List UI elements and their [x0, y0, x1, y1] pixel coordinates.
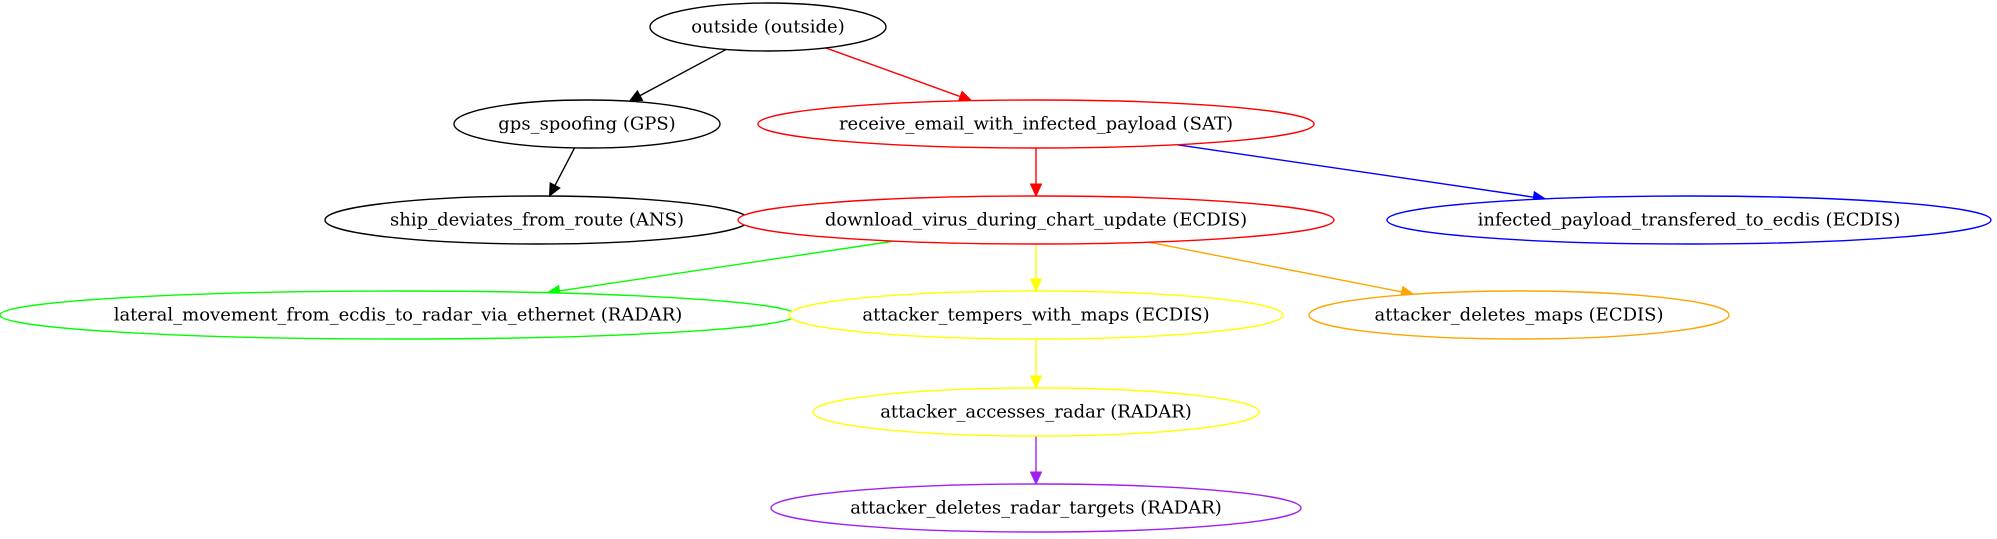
node-label: attacker_accesses_radar (RADAR): [880, 402, 1192, 423]
node-deviate: ship_deviates_from_route (ANS): [324, 195, 750, 245]
node-ellipse: [453, 99, 721, 149]
node-label: gps_spoofing (GPS): [498, 114, 675, 135]
edge-arrowhead: [1029, 183, 1043, 198]
edges-layer: [546, 47, 1547, 486]
edge-tempers-to-accesses: [1029, 339, 1043, 390]
node-label: ship_deviates_from_route (ANS): [390, 210, 684, 231]
edge-download-to-tempers: [1029, 244, 1043, 293]
edge-arrowhead: [1029, 278, 1043, 293]
node-label: attacker_deletes_maps (ECDIS): [1375, 305, 1664, 326]
edge-accesses-to-deletes_targets: [1029, 436, 1043, 486]
edge-line: [554, 147, 576, 186]
edge-gps-to-deviate: [548, 147, 576, 198]
edge-line: [1148, 241, 1402, 293]
node-ellipse: [1386, 195, 1992, 245]
node-gps: gps_spoofing (GPS): [453, 99, 721, 149]
node-label: download_virus_during_chart_update (ECDI…: [825, 210, 1247, 231]
edge-line: [639, 48, 727, 97]
edge-line: [825, 47, 961, 98]
node-deletes-targets: attacker_deletes_radar_targets (RADAR): [770, 483, 1302, 533]
node-label: attacker_tempers_with_maps (ECDIS): [862, 305, 1209, 326]
node-ellipse: [1308, 290, 1730, 340]
node-label: outside (outside): [691, 17, 844, 38]
node-transfer: infected_payload_transfered_to_ecdis (EC…: [1386, 195, 1992, 245]
edge-line: [1176, 144, 1534, 198]
node-tempers: attacker_tempers_with_maps (ECDIS): [788, 290, 1284, 340]
node-download: download_virus_during_chart_update (ECDI…: [737, 195, 1335, 245]
edge-arrowhead: [548, 182, 561, 198]
edge-outside-to-receive: [825, 47, 973, 103]
node-label: infected_payload_transfered_to_ecdis (EC…: [1478, 210, 1901, 231]
node-label: lateral_movement_from_ecdis_to_radar_via…: [114, 305, 683, 326]
node-ellipse: [788, 290, 1284, 340]
node-outside: outside (outside): [649, 2, 887, 52]
node-ellipse: [757, 99, 1315, 149]
node-receive: receive_email_with_infected_payload (SAT…: [757, 99, 1315, 149]
node-ellipse: [812, 387, 1260, 437]
edge-download-to-deletes_maps: [1148, 241, 1415, 298]
node-deletes-maps: attacker_deletes_maps (ECDIS): [1308, 290, 1730, 340]
node-accesses: attacker_accesses_radar (RADAR): [812, 387, 1260, 437]
node-ellipse: [770, 483, 1302, 533]
edge-arrowhead: [1029, 471, 1043, 486]
node-label: attacker_deletes_radar_targets (RADAR): [850, 498, 1222, 519]
node-label: receive_email_with_infected_payload (SAT…: [839, 114, 1233, 135]
edge-outside-to-gps: [628, 48, 727, 102]
edge-download-to-lateral: [546, 240, 895, 298]
edge-arrowhead: [628, 89, 644, 102]
edge-arrowhead: [1029, 375, 1043, 390]
edge-receive-to-download: [1029, 148, 1043, 198]
node-ellipse: [737, 195, 1335, 245]
node-ellipse: [649, 2, 887, 52]
node-lateral: lateral_movement_from_ecdis_to_radar_via…: [0, 290, 797, 340]
edge-line: [559, 240, 895, 292]
edge-receive-to-transfer: [1176, 144, 1547, 204]
